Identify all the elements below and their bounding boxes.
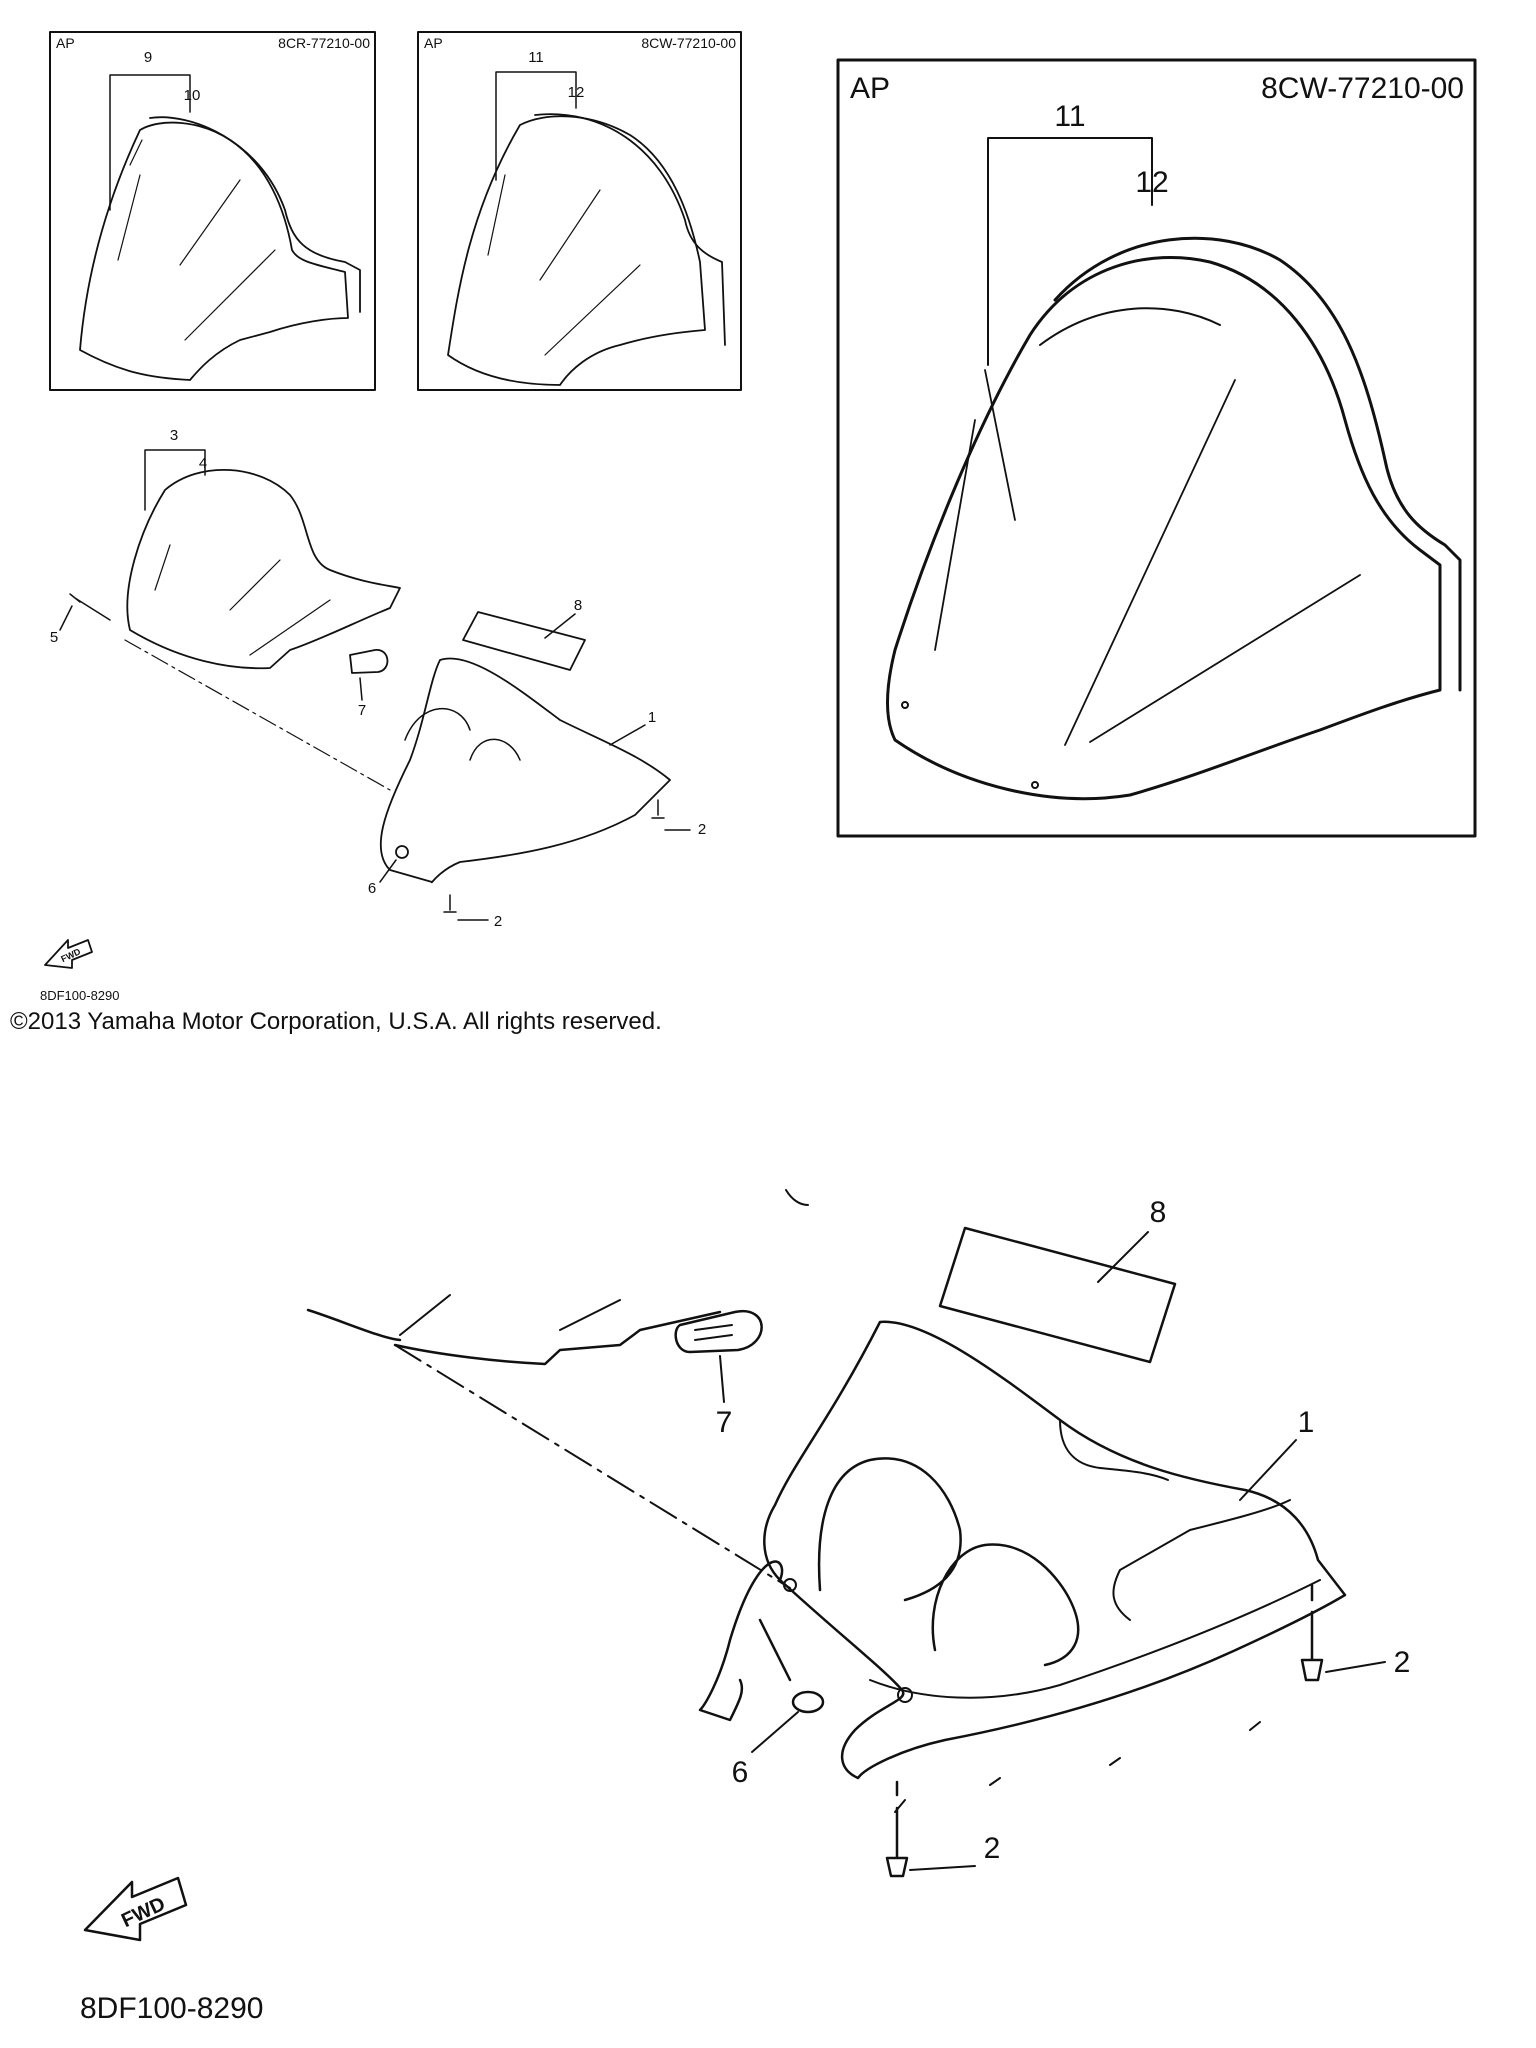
front-shield-outline — [126, 468, 401, 670]
leader-1 — [609, 724, 646, 746]
panel-8cr-windshield: AP 8CR-77210-00 9 10 — [49, 31, 376, 391]
callout-4: 4 — [199, 455, 207, 472]
callout-8: 8 — [574, 597, 582, 614]
cowling-contour — [1112, 1499, 1291, 1621]
windshield-trim-edge — [149, 116, 361, 313]
leader-8 — [544, 613, 576, 639]
assembly-centerline — [124, 639, 391, 791]
fwd-arrow-icon: FWD — [83, 1876, 188, 1942]
callout-8: 8 — [1150, 1196, 1167, 1229]
callout-6: 6 — [732, 1756, 749, 1789]
fwd-label: FWD — [118, 1893, 169, 1932]
cowling-gauge-recesses — [404, 707, 521, 761]
callout-10: 10 — [184, 87, 201, 104]
leader-2 — [1325, 1661, 1386, 1673]
panel-region-label: AP — [850, 72, 890, 105]
panel-frame — [417, 31, 742, 391]
cowling-tabs — [894, 1721, 1261, 1813]
leader-6 — [379, 859, 397, 883]
callout-6: 6 — [368, 880, 376, 897]
leader-8 — [1097, 1231, 1149, 1283]
windshield-reflection-lines — [117, 139, 276, 341]
bracket-7-ribs — [694, 1324, 733, 1341]
pad-8 — [462, 611, 586, 671]
front-shield-lines — [154, 544, 331, 656]
windshield-trim-edge — [534, 113, 726, 346]
callout-2: 2 — [984, 1832, 1001, 1865]
panel-part-code: 8CW-77210-00 — [1261, 72, 1464, 105]
leader-2 — [909, 1865, 976, 1871]
callout-5: 5 — [50, 629, 58, 646]
bolt-5 — [69, 593, 111, 621]
screw-2 — [885, 1780, 909, 1878]
mount-hole — [901, 701, 909, 709]
panel-region-label: AP — [424, 35, 443, 51]
cowling-lower-rim — [869, 1579, 1321, 1699]
front-shield-edge — [306, 1308, 722, 1366]
windshield-reflection-lines — [487, 174, 641, 356]
callout-7: 7 — [716, 1406, 733, 1439]
front-shield-lines — [399, 1189, 809, 1336]
grommet-6 — [395, 845, 409, 859]
mount-hole — [897, 1687, 913, 1703]
callout-2: 2 — [698, 821, 706, 838]
panel-region-label: AP — [56, 35, 75, 51]
panel-part-code: 8CR-77210-00 — [278, 35, 370, 51]
windshield-trim-inner — [1039, 307, 1221, 346]
screw-2 — [651, 799, 665, 819]
leader-7 — [719, 1355, 725, 1403]
fwd-arrow-icon: FWD — [44, 939, 93, 969]
grommet-6 — [791, 1690, 825, 1714]
mount-hole — [1031, 781, 1039, 789]
copyright-notice: ©2013 Yamaha Motor Corporation, U.S.A. A… — [10, 1008, 662, 1035]
leader-5 — [59, 605, 73, 631]
screw-2 — [443, 894, 457, 913]
assembly-centerline — [394, 1344, 791, 1589]
small-assembly-view: 3 4 5 8 1 7 6 2 2 — [40, 427, 706, 1003]
cowling-pad-recess — [1059, 1419, 1169, 1481]
callout-11: 11 — [1054, 100, 1085, 133]
leader-lines — [495, 71, 577, 181]
diagram-code: 8DF100-8290 — [80, 1992, 263, 2025]
panel-8cw-large-windshield: AP 8CW-77210-00 11 12 — [836, 58, 1477, 838]
diagram-code: 8DF100-8290 — [40, 988, 120, 1003]
leader-lines — [144, 449, 206, 511]
windshield-outline — [447, 115, 706, 386]
leader-7 — [359, 677, 363, 701]
panel-frame — [49, 31, 376, 391]
leader-lines — [109, 74, 191, 211]
fwd-label: FWD — [59, 946, 82, 964]
cowling-outline — [763, 1320, 1347, 1780]
cowling-gauge-recesses — [817, 1457, 1080, 1667]
panel-8cw-windshield: AP 8CW-77210-00 11 12 — [417, 31, 742, 391]
callout-7: 7 — [358, 702, 366, 719]
callout-3: 3 — [170, 427, 178, 444]
callout-1: 1 — [1298, 1406, 1315, 1439]
large-assembly-view: 7 8 1 6 2 2 FWD 8DF100- — [80, 1189, 1411, 2025]
bracket-7 — [674, 1309, 763, 1354]
panel-frame — [836, 58, 1477, 838]
cowling-outline — [379, 657, 671, 884]
callout-11: 11 — [528, 49, 544, 66]
pad-8 — [938, 1226, 1177, 1364]
callout-2: 2 — [494, 913, 502, 930]
leader-6 — [751, 1711, 799, 1753]
screw-2 — [1300, 1583, 1324, 1682]
windshield-outline — [886, 255, 1442, 801]
windshield-trim-edge — [1053, 236, 1462, 692]
panel-part-code: 8CW-77210-00 — [641, 35, 736, 51]
bracket-7 — [349, 649, 389, 674]
cowling-side-panel — [698, 1560, 792, 1722]
leader-lines — [987, 137, 1153, 366]
callout-2: 2 — [1394, 1646, 1411, 1679]
leader-1 — [1239, 1439, 1297, 1501]
callout-9: 9 — [144, 49, 152, 66]
callout-1: 1 — [648, 709, 656, 726]
windshield-reflection-lines — [934, 369, 1361, 746]
